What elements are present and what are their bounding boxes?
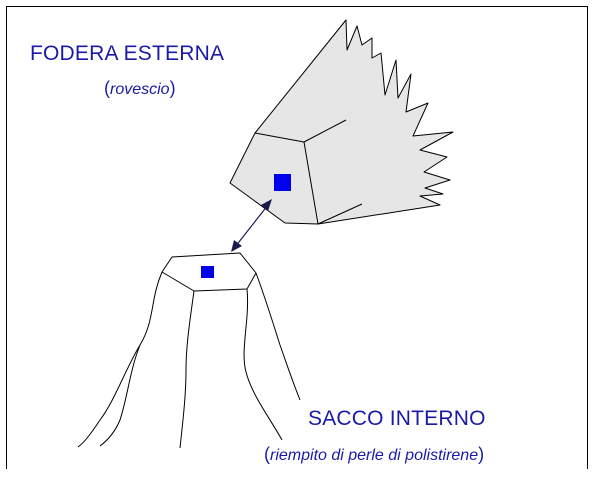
inner-bag-title: SACCO INTERNO (308, 407, 486, 430)
connection-arrow (231, 199, 272, 252)
outer-cover-flaps (254, 19, 454, 225)
outer-cover-subtitle-text: rovescio (110, 81, 170, 98)
inner-bag-subtitle: (riempito di perle di polistirene) (264, 444, 484, 465)
outer-cover-title: FODERA ESTERNA (30, 42, 225, 65)
inner-bag-shape (77, 252, 301, 449)
arrowhead-down (231, 240, 242, 252)
inner-bag-subtitle-text: riempito di perle di polistirene (270, 447, 479, 464)
inner-bag-subtitle-close: ) (478, 444, 485, 464)
diagram-frame (6, 6, 588, 469)
inner-bag-subtitle-open: ( (264, 444, 270, 464)
inner-bag-marker (201, 266, 214, 278)
arrowhead-up (261, 199, 272, 211)
outer-cover-subtitle: (rovescio) (104, 78, 176, 99)
inner-bag-side-line (255, 272, 301, 401)
inner-bag-side-line (99, 344, 141, 447)
outer-cover-edge (317, 203, 363, 225)
inner-bag-side-line (243, 288, 283, 441)
inner-bag-side-line (77, 271, 163, 448)
outer-cover-shape (229, 19, 454, 225)
outer-cover-subtitle-open: ( (104, 78, 110, 98)
outer-cover-subtitle-close: ) (169, 78, 176, 98)
outer-cover-marker (274, 174, 291, 191)
inner-bag-side-line (179, 290, 195, 449)
outer-cover-edge (303, 119, 347, 143)
